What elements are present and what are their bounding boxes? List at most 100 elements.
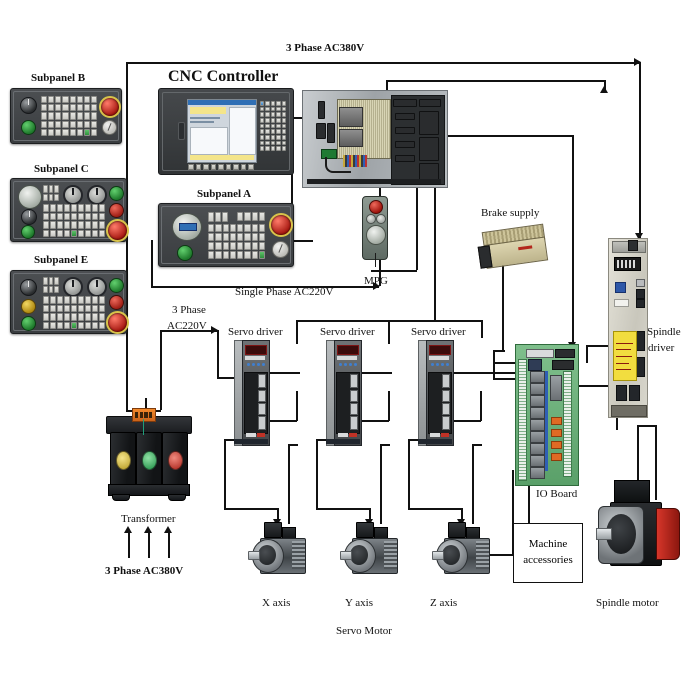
wire-servo2-to-ymotor-vertical <box>316 439 318 509</box>
driver-keypad-buttons[interactable] <box>339 363 357 366</box>
driver-cn1-port[interactable] <box>258 374 266 388</box>
emergency-stop-button[interactable] <box>106 311 129 334</box>
cnc-controller-device[interactable] <box>158 88 294 175</box>
io-board-header-j3[interactable] <box>552 360 574 370</box>
machine-accessories-box[interactable]: Machine accessories <box>513 523 583 583</box>
feedrate-override-dial[interactable] <box>63 277 83 297</box>
spindle-driver-cn-a[interactable] <box>636 279 645 287</box>
mode-selector-knob[interactable] <box>20 97 37 114</box>
machine-off-button[interactable] <box>109 295 124 310</box>
emergency-stop-button[interactable] <box>369 200 383 214</box>
driver-power-terminal[interactable] <box>258 416 266 430</box>
driver-cn1-port[interactable] <box>442 374 450 388</box>
cnc-keypad[interactable] <box>260 101 286 151</box>
feedrate-override-dial[interactable] <box>63 185 83 205</box>
subpanel-e-device[interactable] <box>10 270 129 334</box>
subpanel-c-small-keys[interactable] <box>43 185 59 201</box>
driver-cn2-port[interactable] <box>258 390 266 402</box>
io-board-header-j1[interactable] <box>526 349 554 358</box>
motor-power-connector[interactable] <box>356 522 374 538</box>
cabinet-db-connector <box>318 101 325 119</box>
emergency-stop-button[interactable] <box>269 213 293 237</box>
transformer-device[interactable] <box>106 408 192 510</box>
label-single-phase-ac220v: Single Phase AC220V <box>235 286 334 298</box>
machine-on-button[interactable] <box>109 186 124 201</box>
driver-cn2-port[interactable] <box>350 390 358 402</box>
spindle-driver-mode-button[interactable] <box>615 282 626 293</box>
wire-cab-to-ioboard-horizontal <box>445 135 573 137</box>
io-board-device[interactable] <box>515 344 579 486</box>
spindle-motor-device[interactable] <box>596 480 688 590</box>
cnc-screen[interactable] <box>187 99 257 163</box>
subpanel-a-keypad[interactable] <box>208 224 265 259</box>
servo-driver-z-device[interactable] <box>418 340 454 446</box>
machine-on-button[interactable] <box>109 278 124 293</box>
subpanel-a-fn-keys[interactable] <box>237 212 265 221</box>
subpanel-c-keypad[interactable] <box>43 204 105 237</box>
servo-driver-y-device[interactable] <box>326 340 362 446</box>
driver-keypad-buttons[interactable] <box>431 363 449 366</box>
io-board-relay <box>530 407 545 419</box>
mpg-pendant-device[interactable] <box>362 196 388 267</box>
cnc-softkey-row[interactable] <box>188 164 254 170</box>
key-switch[interactable] <box>272 241 289 258</box>
emergency-stop-button[interactable] <box>106 219 129 242</box>
spindle-driver-io-port[interactable] <box>636 357 645 377</box>
start-button[interactable] <box>21 316 36 331</box>
handwheel[interactable] <box>366 225 386 245</box>
spindle-driver-power-terminal-l[interactable] <box>616 385 627 401</box>
driver-cn1-port[interactable] <box>350 374 358 388</box>
driver-cn3-port[interactable] <box>258 403 266 415</box>
spindle-override-dial[interactable] <box>87 277 107 297</box>
servo-motor-y-device[interactable] <box>340 522 408 582</box>
handwheel-dial[interactable] <box>172 213 202 241</box>
emergency-stop-button[interactable] <box>99 96 121 118</box>
io-board-terminal-strip-right[interactable] <box>563 371 572 477</box>
spindle-motor-terminal-box[interactable] <box>614 480 650 504</box>
servo-motor-z-device[interactable] <box>432 522 500 582</box>
handwheel-dial[interactable] <box>18 185 42 209</box>
spindle-override-dial[interactable] <box>87 185 107 205</box>
cycle-start-button[interactable] <box>21 120 36 135</box>
motor-power-connector[interactable] <box>264 522 282 538</box>
control-cabinet-device[interactable] <box>302 90 448 188</box>
subpanel-b-keypad[interactable] <box>41 96 97 136</box>
subpanel-c-device[interactable] <box>10 178 129 242</box>
driver-keypad-buttons[interactable] <box>247 363 265 366</box>
subpanel-e-small-keys[interactable] <box>43 277 59 293</box>
axis-selector-knob[interactable] <box>21 209 37 225</box>
driver-power-terminal[interactable] <box>350 416 358 430</box>
spindle-driver-encoder-port[interactable] <box>636 331 645 351</box>
subpanel-b-device[interactable] <box>10 88 122 144</box>
subpanel-a-top-keys[interactable] <box>208 212 228 222</box>
key-switch[interactable] <box>102 120 117 135</box>
driver-cn2-port[interactable] <box>442 390 450 402</box>
axis-select-switch[interactable] <box>366 214 376 224</box>
screen-status-field <box>190 107 226 114</box>
io-board-header-j2[interactable] <box>555 349 575 358</box>
multiplier-switch[interactable] <box>376 214 386 224</box>
start-button[interactable] <box>21 225 35 239</box>
spindle-driver-device[interactable] <box>608 238 648 418</box>
warning-indicator-button[interactable] <box>21 299 36 314</box>
servo-motor-x-device[interactable] <box>248 522 316 582</box>
mode-selector-knob[interactable] <box>20 279 37 296</box>
driver-cn3-port[interactable] <box>442 403 450 415</box>
motor-power-connector[interactable] <box>448 522 466 538</box>
transformer-terminal-block[interactable] <box>132 408 156 422</box>
machine-off-button[interactable] <box>109 203 124 218</box>
brake-supply-device[interactable] <box>476 223 551 270</box>
io-board-fuse <box>551 453 562 461</box>
subpanel-a-device[interactable] <box>158 203 294 267</box>
spindle-driver-power-terminal-r[interactable] <box>629 385 640 401</box>
start-button[interactable] <box>177 245 193 261</box>
spindle-driver-cn-c[interactable] <box>636 299 645 308</box>
driver-cn3-port[interactable] <box>350 403 358 415</box>
servo-driver-x-device[interactable] <box>234 340 270 446</box>
driver-power-terminal[interactable] <box>442 416 450 430</box>
label-brake-supply: Brake supply <box>481 207 540 219</box>
subpanel-e-keypad[interactable] <box>43 296 105 329</box>
io-board-terminal-strip-left[interactable] <box>518 359 527 481</box>
spindle-driver-cn-b[interactable] <box>636 289 645 299</box>
wire-cab-to-servo-bus-vertical <box>434 186 436 320</box>
